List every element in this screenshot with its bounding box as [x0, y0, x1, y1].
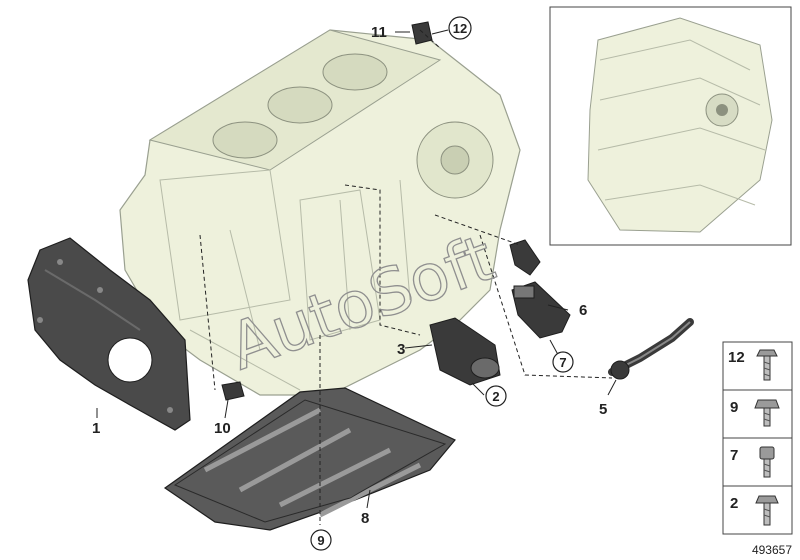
callout-12-circled: 12: [448, 16, 472, 40]
hex-flange-bolt-icon: [755, 495, 779, 526]
callout-5: 5: [599, 401, 607, 418]
callout-1: 1: [92, 420, 100, 437]
legend-number: 7: [730, 447, 738, 464]
sensor: [509, 239, 541, 276]
inset-engine-view: [549, 6, 792, 246]
socket-cap-screw-icon: [759, 446, 775, 478]
diagram-number: 493657: [752, 543, 792, 557]
callout-6: 6: [579, 302, 587, 319]
callout-10: 10: [214, 420, 231, 437]
callout-11: 11: [371, 24, 387, 41]
hex-flange-bolt-icon: [756, 349, 778, 381]
plug: [411, 21, 433, 45]
engine-block: [119, 29, 521, 396]
callout-2-circled: 2: [485, 385, 507, 407]
callout-9: 9: [317, 533, 324, 548]
legend-number: 2: [730, 495, 738, 512]
solenoid-valve: [511, 281, 571, 339]
callout-9-circled: 9: [310, 529, 332, 551]
callout-7-circled: 7: [552, 351, 574, 373]
callout-3: 3: [397, 341, 405, 358]
leader-lines: [199, 29, 613, 525]
callout-labels: 1 10 8 3 6 5 11 2 7 9 12: [92, 16, 607, 551]
legend-number: 12: [728, 349, 745, 366]
callout-12: 12: [453, 21, 467, 36]
fastener-legend: 12 9 7 2: [722, 341, 793, 535]
legend-number: 9: [730, 399, 738, 416]
timing-cover: [27, 237, 191, 431]
oil-pan-gasket: [163, 387, 456, 531]
hex-flange-bolt-icon: [754, 399, 780, 427]
oil-pipe: [608, 318, 694, 380]
callout-8: 8: [361, 510, 369, 527]
thermostat-housing: [429, 317, 501, 386]
callout-2: 2: [492, 389, 499, 404]
callout-7: 7: [559, 355, 566, 370]
clip: [221, 381, 245, 401]
